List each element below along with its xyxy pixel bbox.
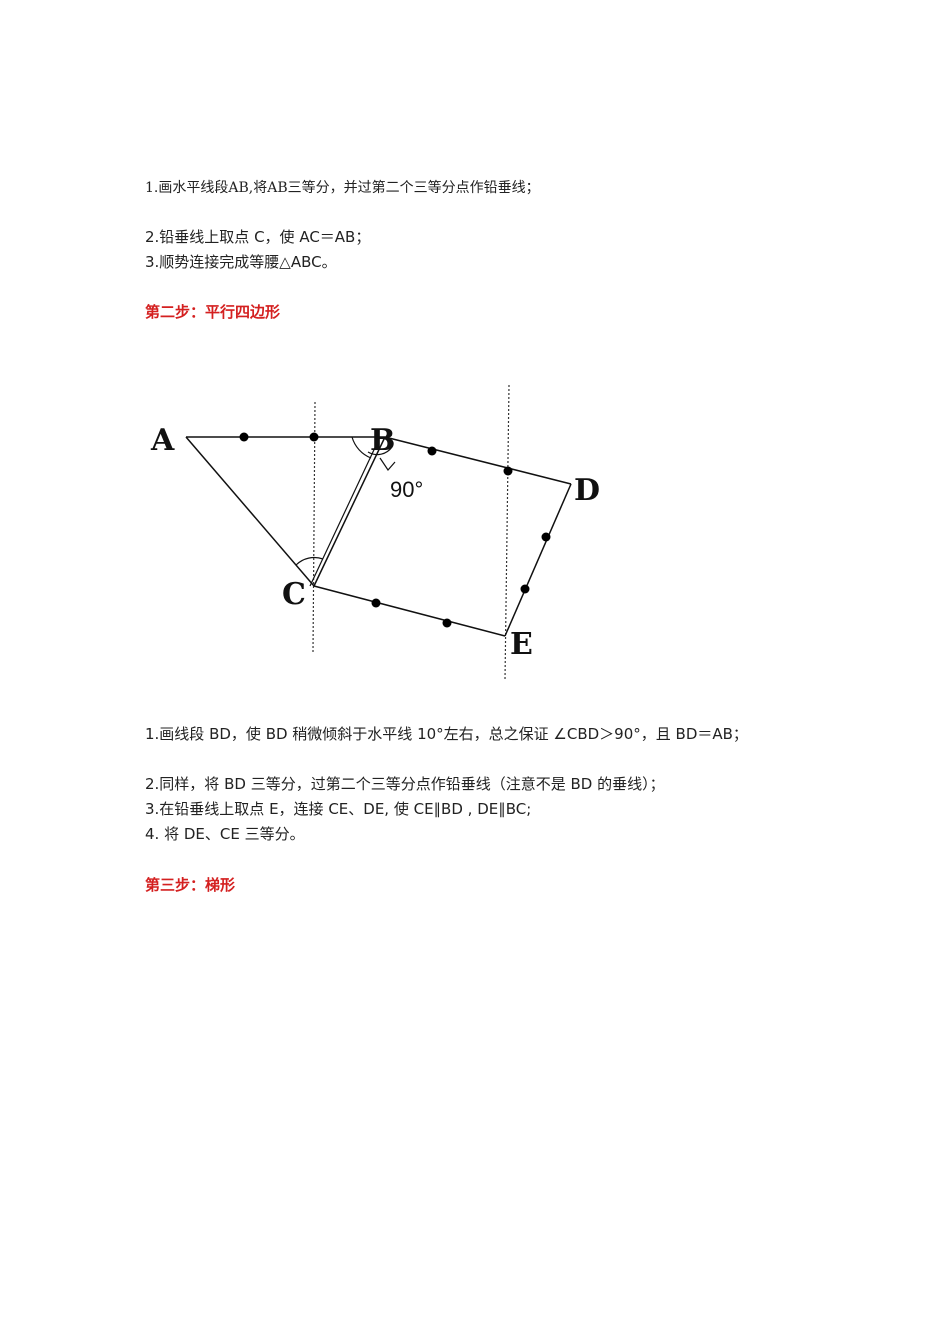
point-ab-2 <box>309 432 319 442</box>
angle-label: 90° <box>390 477 423 502</box>
step2-line1: 1.画线段 BD，使 BD 稍微倾斜于水平线 10°左右，总之保证 ∠CBD＞9… <box>145 725 748 743</box>
point-bd-2 <box>503 466 513 476</box>
point-ce-1 <box>371 598 381 608</box>
plumb-line-2 <box>504 384 510 681</box>
step2-line4: 4. 将 DE、CE 三等分。 <box>145 825 305 843</box>
point-de-2 <box>520 584 530 594</box>
angle-arc-c <box>295 556 324 566</box>
step2-line3: 3.在铅垂线上取点 E，连接 CE、DE, 使 CE∥BD , DE∥BC; <box>145 800 532 818</box>
segment-bd <box>384 436 572 485</box>
point-bd-1 <box>427 446 437 456</box>
label-a: A <box>150 423 175 458</box>
angle-arc-b-90 <box>367 446 393 456</box>
label-b: B <box>370 423 395 458</box>
angle-arc-b <box>351 436 372 459</box>
point-ce-2 <box>442 618 452 628</box>
step2-line2: 2.同样，将 BD 三等分，过第二个三等分点作铅垂线（注意不是 BD 的垂线）； <box>145 775 665 793</box>
step3-heading: 第三步：梯形 <box>145 876 236 894</box>
label-d: D <box>574 473 600 508</box>
plumb-line-1 <box>312 401 316 653</box>
point-de-1 <box>541 532 551 542</box>
segment-ce <box>313 585 506 637</box>
step1-line3: 3.顺势连接完成等腰△ABC。 <box>145 253 337 271</box>
label-c: C <box>282 577 306 612</box>
label-e: E <box>510 627 533 662</box>
segment-de <box>504 483 572 637</box>
angle-pointer <box>379 457 396 471</box>
step1-line2: 2.铅垂线上取点 C，使 AC＝AB； <box>145 228 371 246</box>
segment-bc <box>313 436 386 587</box>
step2-heading: 第二步：平行四边形 <box>145 303 281 321</box>
point-ab-1 <box>239 432 249 442</box>
step1-line1: 1.画水平线段AB,将AB三等分，并过第二个三等分点作铅垂线； <box>145 180 540 196</box>
segment-ac <box>185 436 315 587</box>
segment-bc-double <box>309 436 381 587</box>
